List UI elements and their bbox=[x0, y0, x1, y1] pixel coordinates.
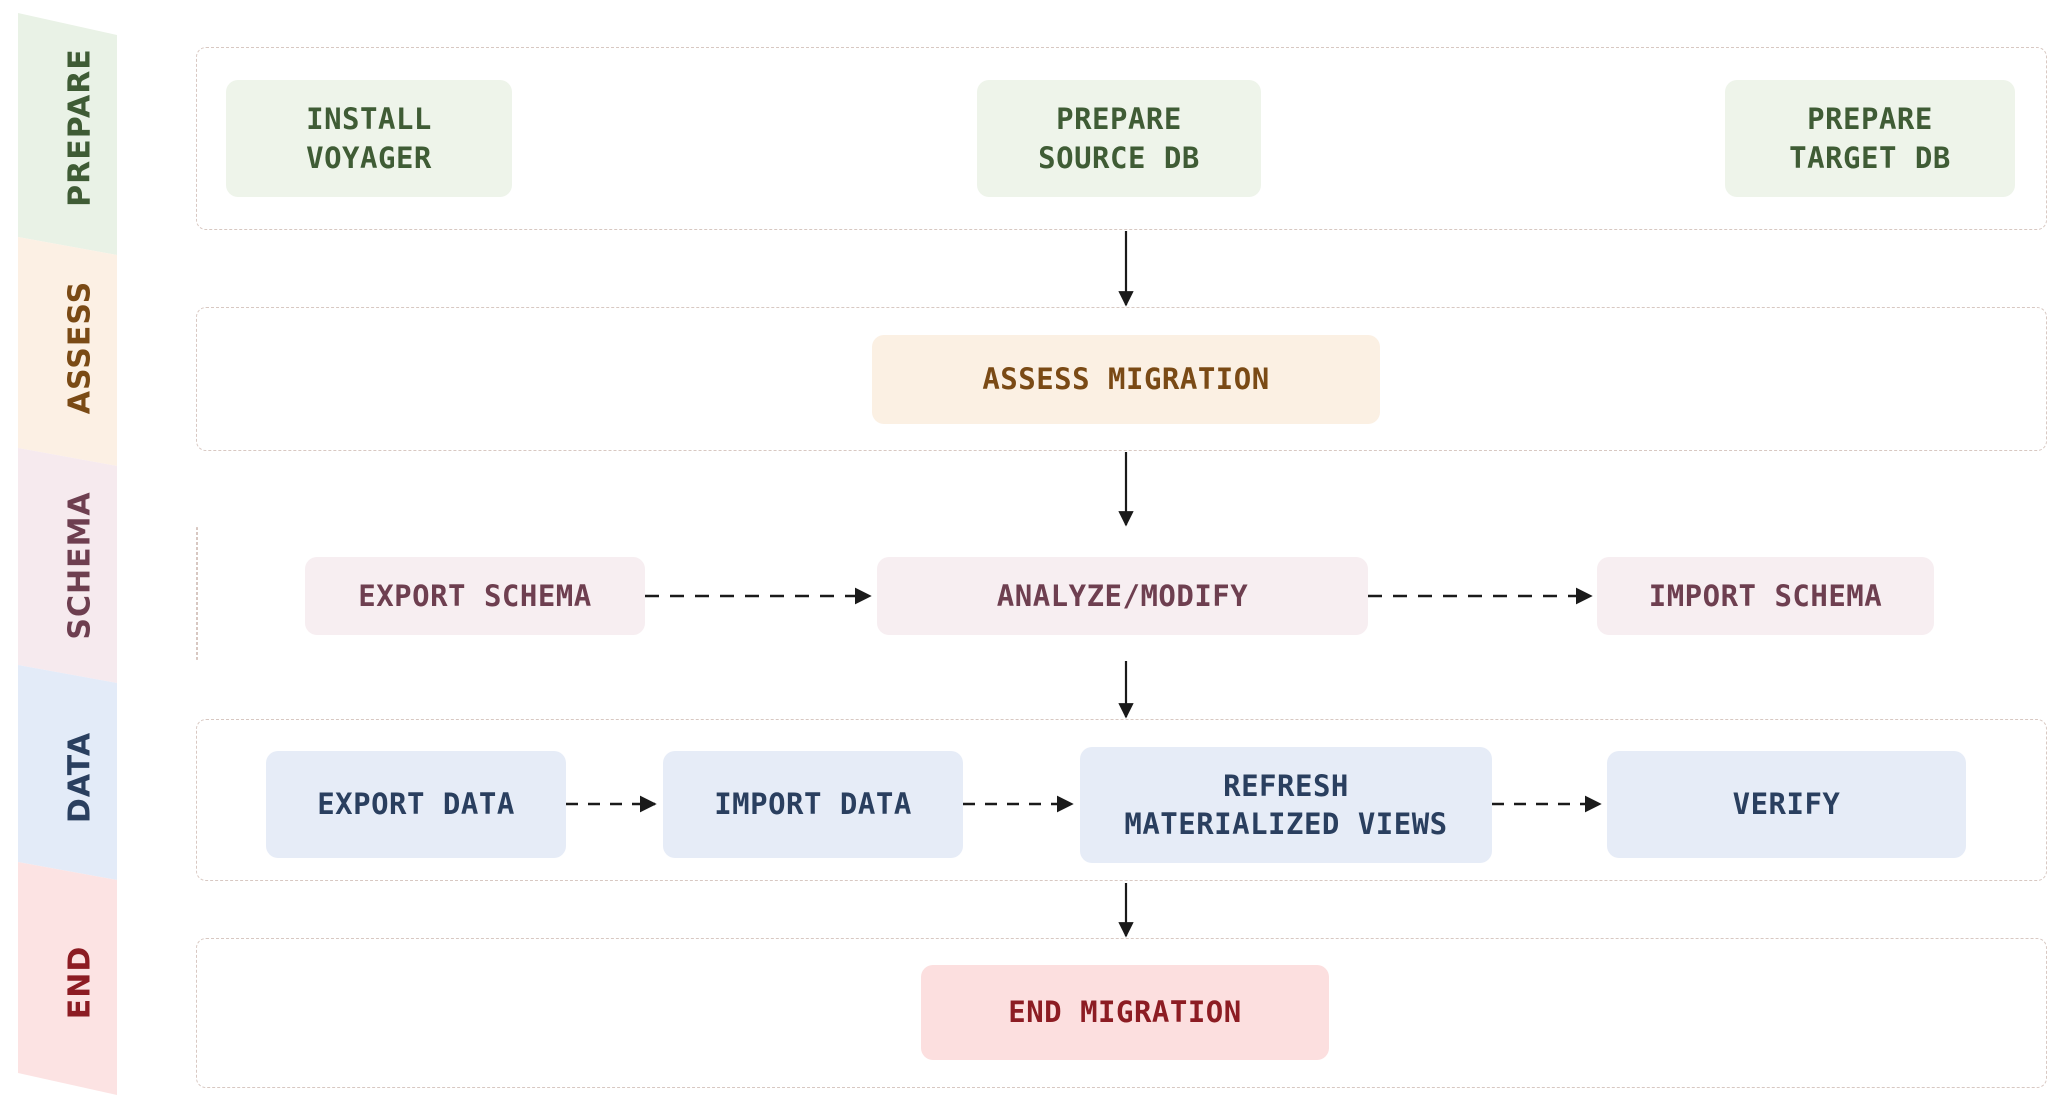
node-prepare-source-db[interactable]: PREPARE SOURCE DB bbox=[977, 80, 1261, 197]
node-import-data[interactable]: IMPORT DATA bbox=[663, 751, 963, 858]
stage-row-end bbox=[196, 938, 2047, 1088]
stage-row-data bbox=[196, 719, 2047, 881]
node-prepare-target-db[interactable]: PREPARE TARGET DB bbox=[1725, 80, 2015, 197]
node-export-schema[interactable]: EXPORT SCHEMA bbox=[305, 557, 645, 635]
stage-row-schema bbox=[196, 527, 198, 660]
node-verify[interactable]: VERIFY bbox=[1607, 751, 1966, 858]
node-export-data[interactable]: EXPORT DATA bbox=[266, 751, 566, 858]
node-install-voyager[interactable]: INSTALL VOYAGER bbox=[226, 80, 512, 197]
stage-band-end bbox=[18, 862, 117, 1095]
stage-row-prepare bbox=[196, 47, 2047, 230]
stage-sidebar bbox=[18, 13, 117, 1095]
node-refresh-materialized-views[interactable]: REFRESH MATERIALIZED VIEWS bbox=[1080, 747, 1492, 863]
stage-band-data bbox=[18, 665, 117, 880]
stage-band-prepare bbox=[18, 13, 117, 255]
node-assess-migration[interactable]: ASSESS MIGRATION bbox=[872, 335, 1380, 424]
node-import-schema[interactable]: IMPORT SCHEMA bbox=[1597, 557, 1934, 635]
stage-band-schema bbox=[18, 448, 117, 683]
node-analyze-modify[interactable]: ANALYZE/MODIFY bbox=[877, 557, 1368, 635]
stage-row-assess bbox=[196, 307, 2047, 451]
stage-band-assess bbox=[18, 237, 117, 466]
node-end-migration[interactable]: END MIGRATION bbox=[921, 965, 1329, 1060]
